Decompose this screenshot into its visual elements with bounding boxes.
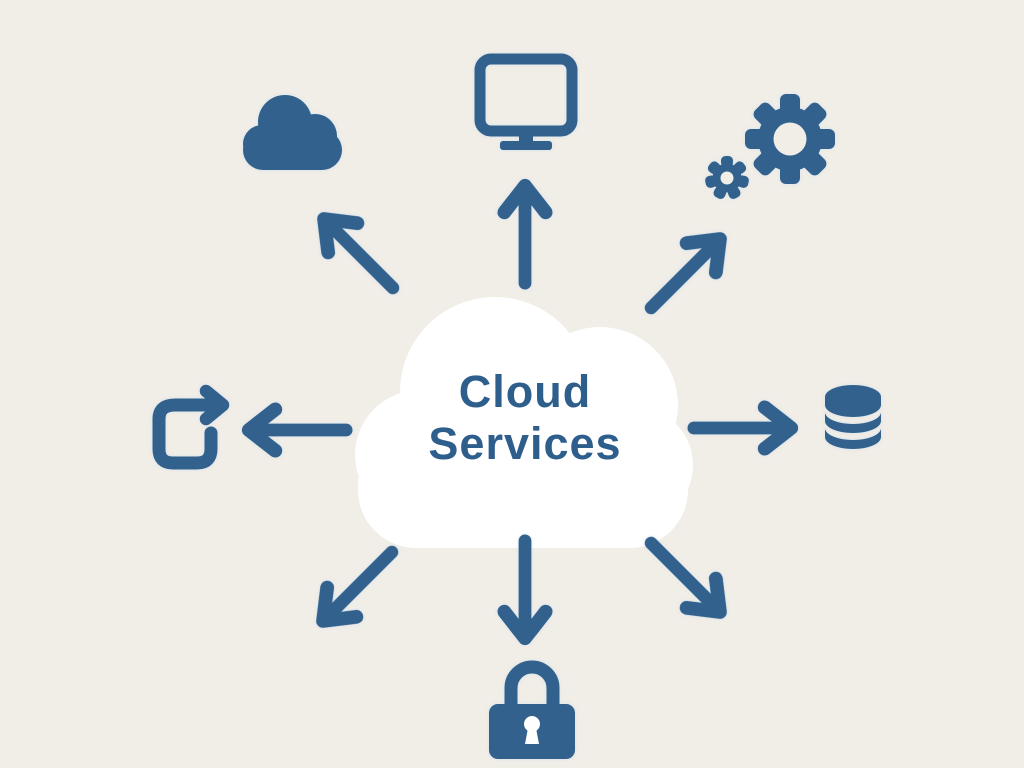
lock-icon xyxy=(489,660,575,759)
gears-icon xyxy=(705,94,835,199)
arrow-left xyxy=(235,400,353,460)
center-label: Cloud Services xyxy=(357,366,693,470)
center-cloud-shape xyxy=(355,297,693,548)
monitor-icon xyxy=(474,53,578,150)
arrow-down xyxy=(495,534,555,652)
arrow-up xyxy=(495,172,555,290)
share-icon xyxy=(152,384,230,470)
cloud-icon xyxy=(243,95,342,170)
center-label-line2: Services xyxy=(428,418,622,469)
center-label-line1: Cloud xyxy=(458,366,592,417)
database-icon xyxy=(825,385,881,449)
arrow-right xyxy=(687,398,805,458)
